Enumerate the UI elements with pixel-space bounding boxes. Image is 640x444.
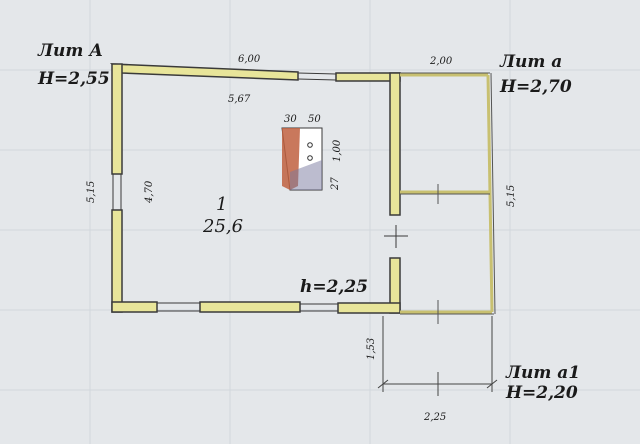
room-number: 1	[216, 194, 227, 215]
dim-stove-27: 27	[330, 177, 341, 191]
stove	[281, 127, 323, 191]
dim-ext-top: 2,00	[429, 56, 453, 67]
extension-outline	[400, 72, 496, 324]
dim-left-inner: 4,70	[144, 180, 155, 204]
lit-a-ext-label: Лит а	[499, 52, 562, 72]
lit-a-height: Н=2,55	[37, 69, 110, 89]
lit-a1-label: Лит а1	[505, 363, 580, 383]
main-walls	[109, 63, 401, 314]
dim-ext-right: 5,15	[506, 185, 517, 207]
dim-porch-width: 2,25	[423, 412, 446, 423]
dim-porch-length: 1,53	[366, 338, 377, 360]
dim-inner-top: 5,67	[228, 94, 251, 105]
lit-a1-height: Н=2,20	[505, 383, 578, 403]
windows	[112, 72, 408, 312]
lit-a-ext-height: Н=2,70	[499, 77, 572, 97]
dim-left-outer: 5,15	[86, 181, 97, 203]
dim-stove-30: 30	[284, 114, 297, 125]
porch-lines	[377, 316, 498, 396]
dim-stove-50: 50	[308, 114, 321, 125]
dim-stove-length: 1,00	[332, 139, 343, 162]
dim-top-length: 6,00	[238, 54, 261, 65]
room-area: 25,6	[202, 216, 243, 237]
lit-a-label: Лит А	[37, 41, 103, 61]
ceiling-height: h=2,25	[300, 277, 368, 297]
